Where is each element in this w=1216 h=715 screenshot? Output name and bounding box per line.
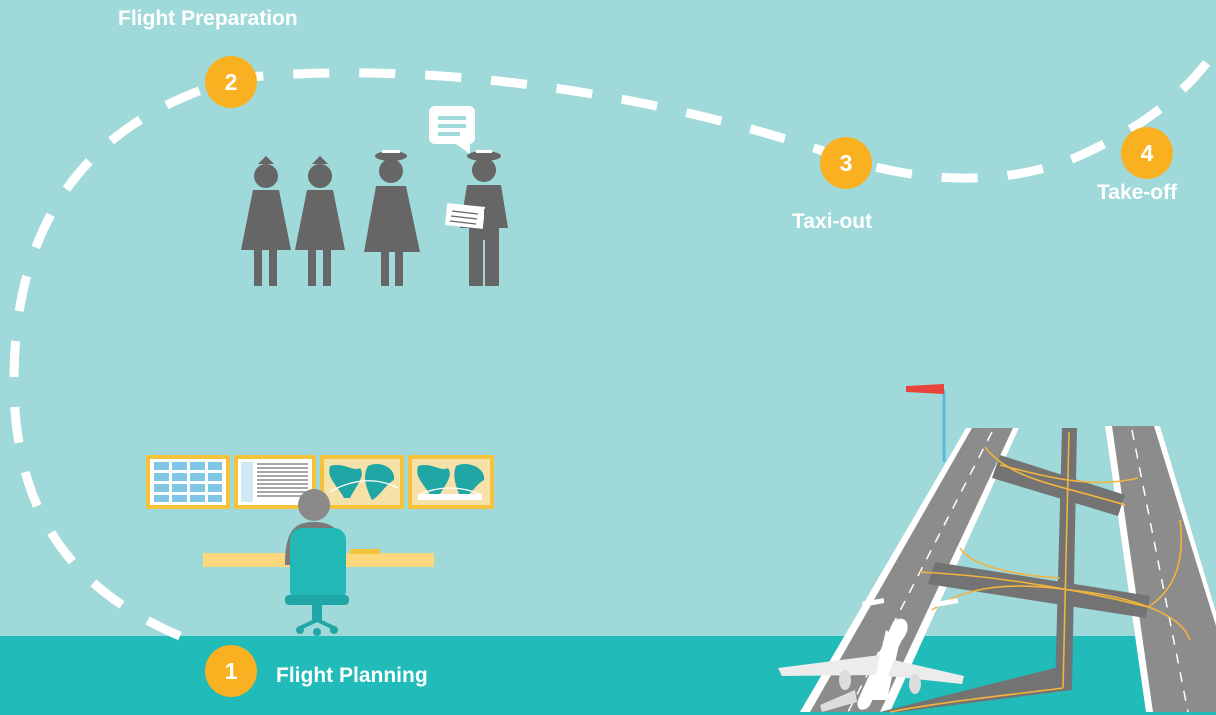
crew-details-icon (382, 150, 492, 286)
step-badge-1: 1 (205, 645, 257, 697)
step-badge-3: 3 (820, 137, 872, 189)
windsock-icon (906, 384, 946, 462)
step-badge-2: 2 (205, 56, 257, 108)
speech-bubble-icon (429, 106, 475, 154)
step-label-flight-planning: Flight Planning (276, 664, 428, 687)
step-label-taxi-out: Taxi-out (792, 210, 873, 233)
airplane-icon (778, 618, 964, 712)
step-label-take-off: Take-off (1097, 181, 1178, 204)
planning-screens-icon (146, 455, 494, 509)
flight-planner-icon (203, 489, 434, 636)
flight-path (9, 47, 1216, 641)
runway-icon (800, 426, 1216, 713)
ground-strip (0, 636, 1216, 715)
step-label-flight-preparation: Flight Preparation (118, 7, 298, 30)
step-badge-4: 4 (1121, 127, 1173, 179)
